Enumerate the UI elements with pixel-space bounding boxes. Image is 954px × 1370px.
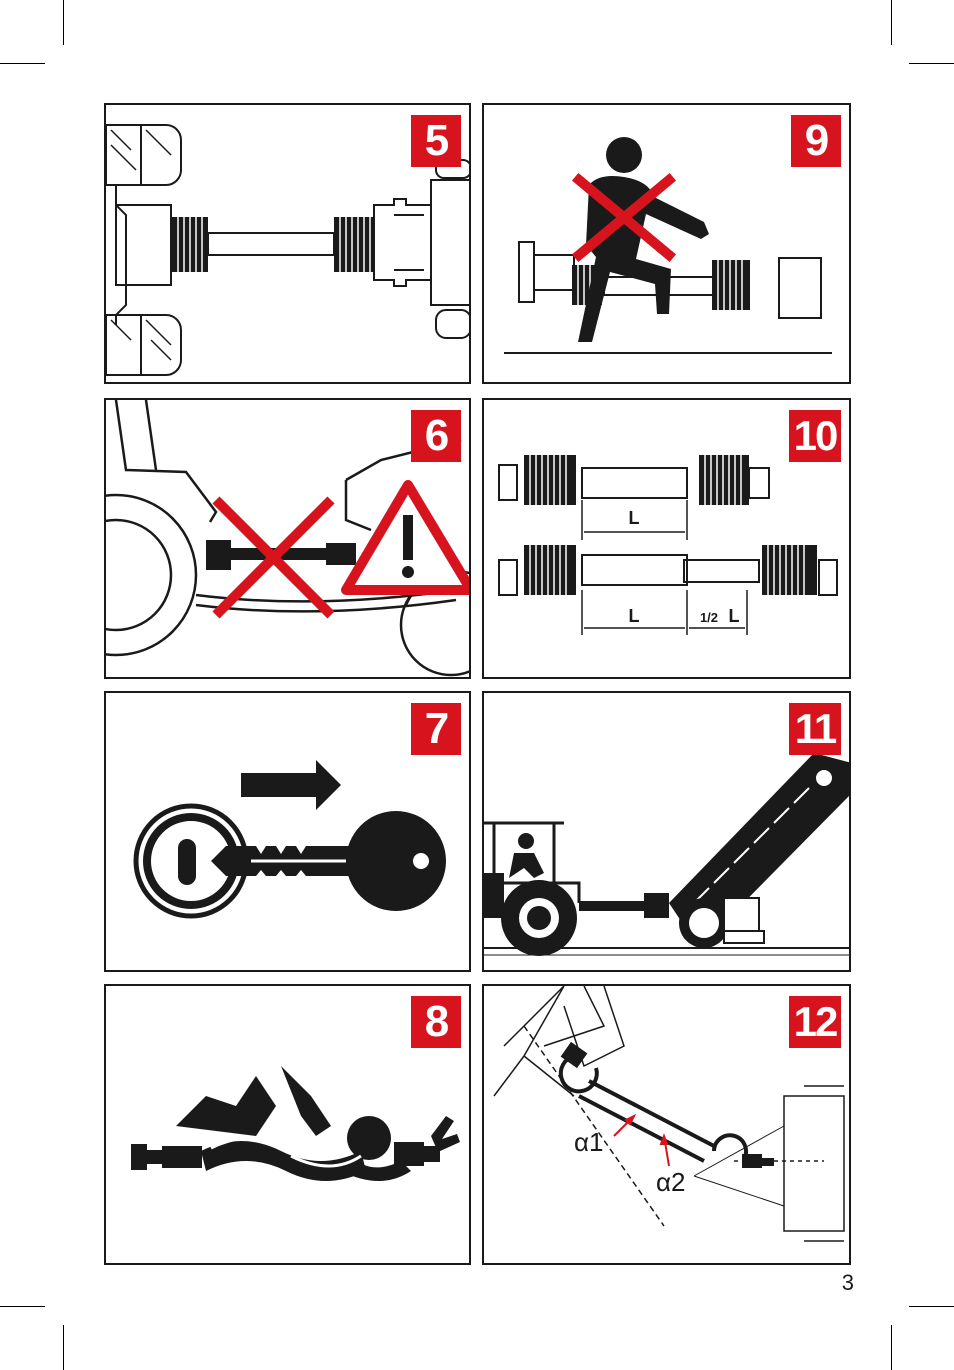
crop-mark (891, 1325, 892, 1370)
panel-number-badge: 9 (791, 115, 841, 167)
panel-7: 7 (104, 691, 471, 972)
panel-number-badge: 7 (411, 703, 461, 755)
panel-10: L L 1/2 L 10 (482, 398, 851, 679)
crop-mark (63, 0, 64, 45)
length-label: L (629, 606, 640, 626)
alpha1-label: α1 (574, 1127, 604, 1157)
crop-mark (891, 0, 892, 45)
panel-8: 8 (104, 984, 471, 1265)
crop-mark (909, 63, 954, 64)
panel-number-badge: 5 (411, 115, 461, 167)
panel-9: 9 (482, 103, 851, 384)
crop-mark (909, 1306, 954, 1307)
panel-5: 5 (104, 103, 471, 384)
panel-number-badge: 10 (789, 410, 841, 462)
panel-number-badge: 6 (411, 410, 461, 462)
panel-number-badge: 11 (789, 703, 841, 755)
length-label: L (629, 508, 640, 528)
page-number: 3 (830, 1270, 854, 1296)
panel-6: 6 (104, 398, 471, 679)
half-length-label: L (729, 606, 740, 626)
half-label: 1/2 (700, 610, 718, 625)
panel-number-badge: 8 (411, 996, 461, 1048)
crop-mark (0, 63, 45, 64)
panel-number-badge: 12 (789, 996, 841, 1048)
alpha2-label: α2 (656, 1167, 686, 1197)
panel-11: 11 (482, 691, 851, 972)
crop-mark (0, 1306, 45, 1307)
panel-12: α1 α2 12 (482, 984, 851, 1265)
crop-mark (63, 1325, 64, 1370)
